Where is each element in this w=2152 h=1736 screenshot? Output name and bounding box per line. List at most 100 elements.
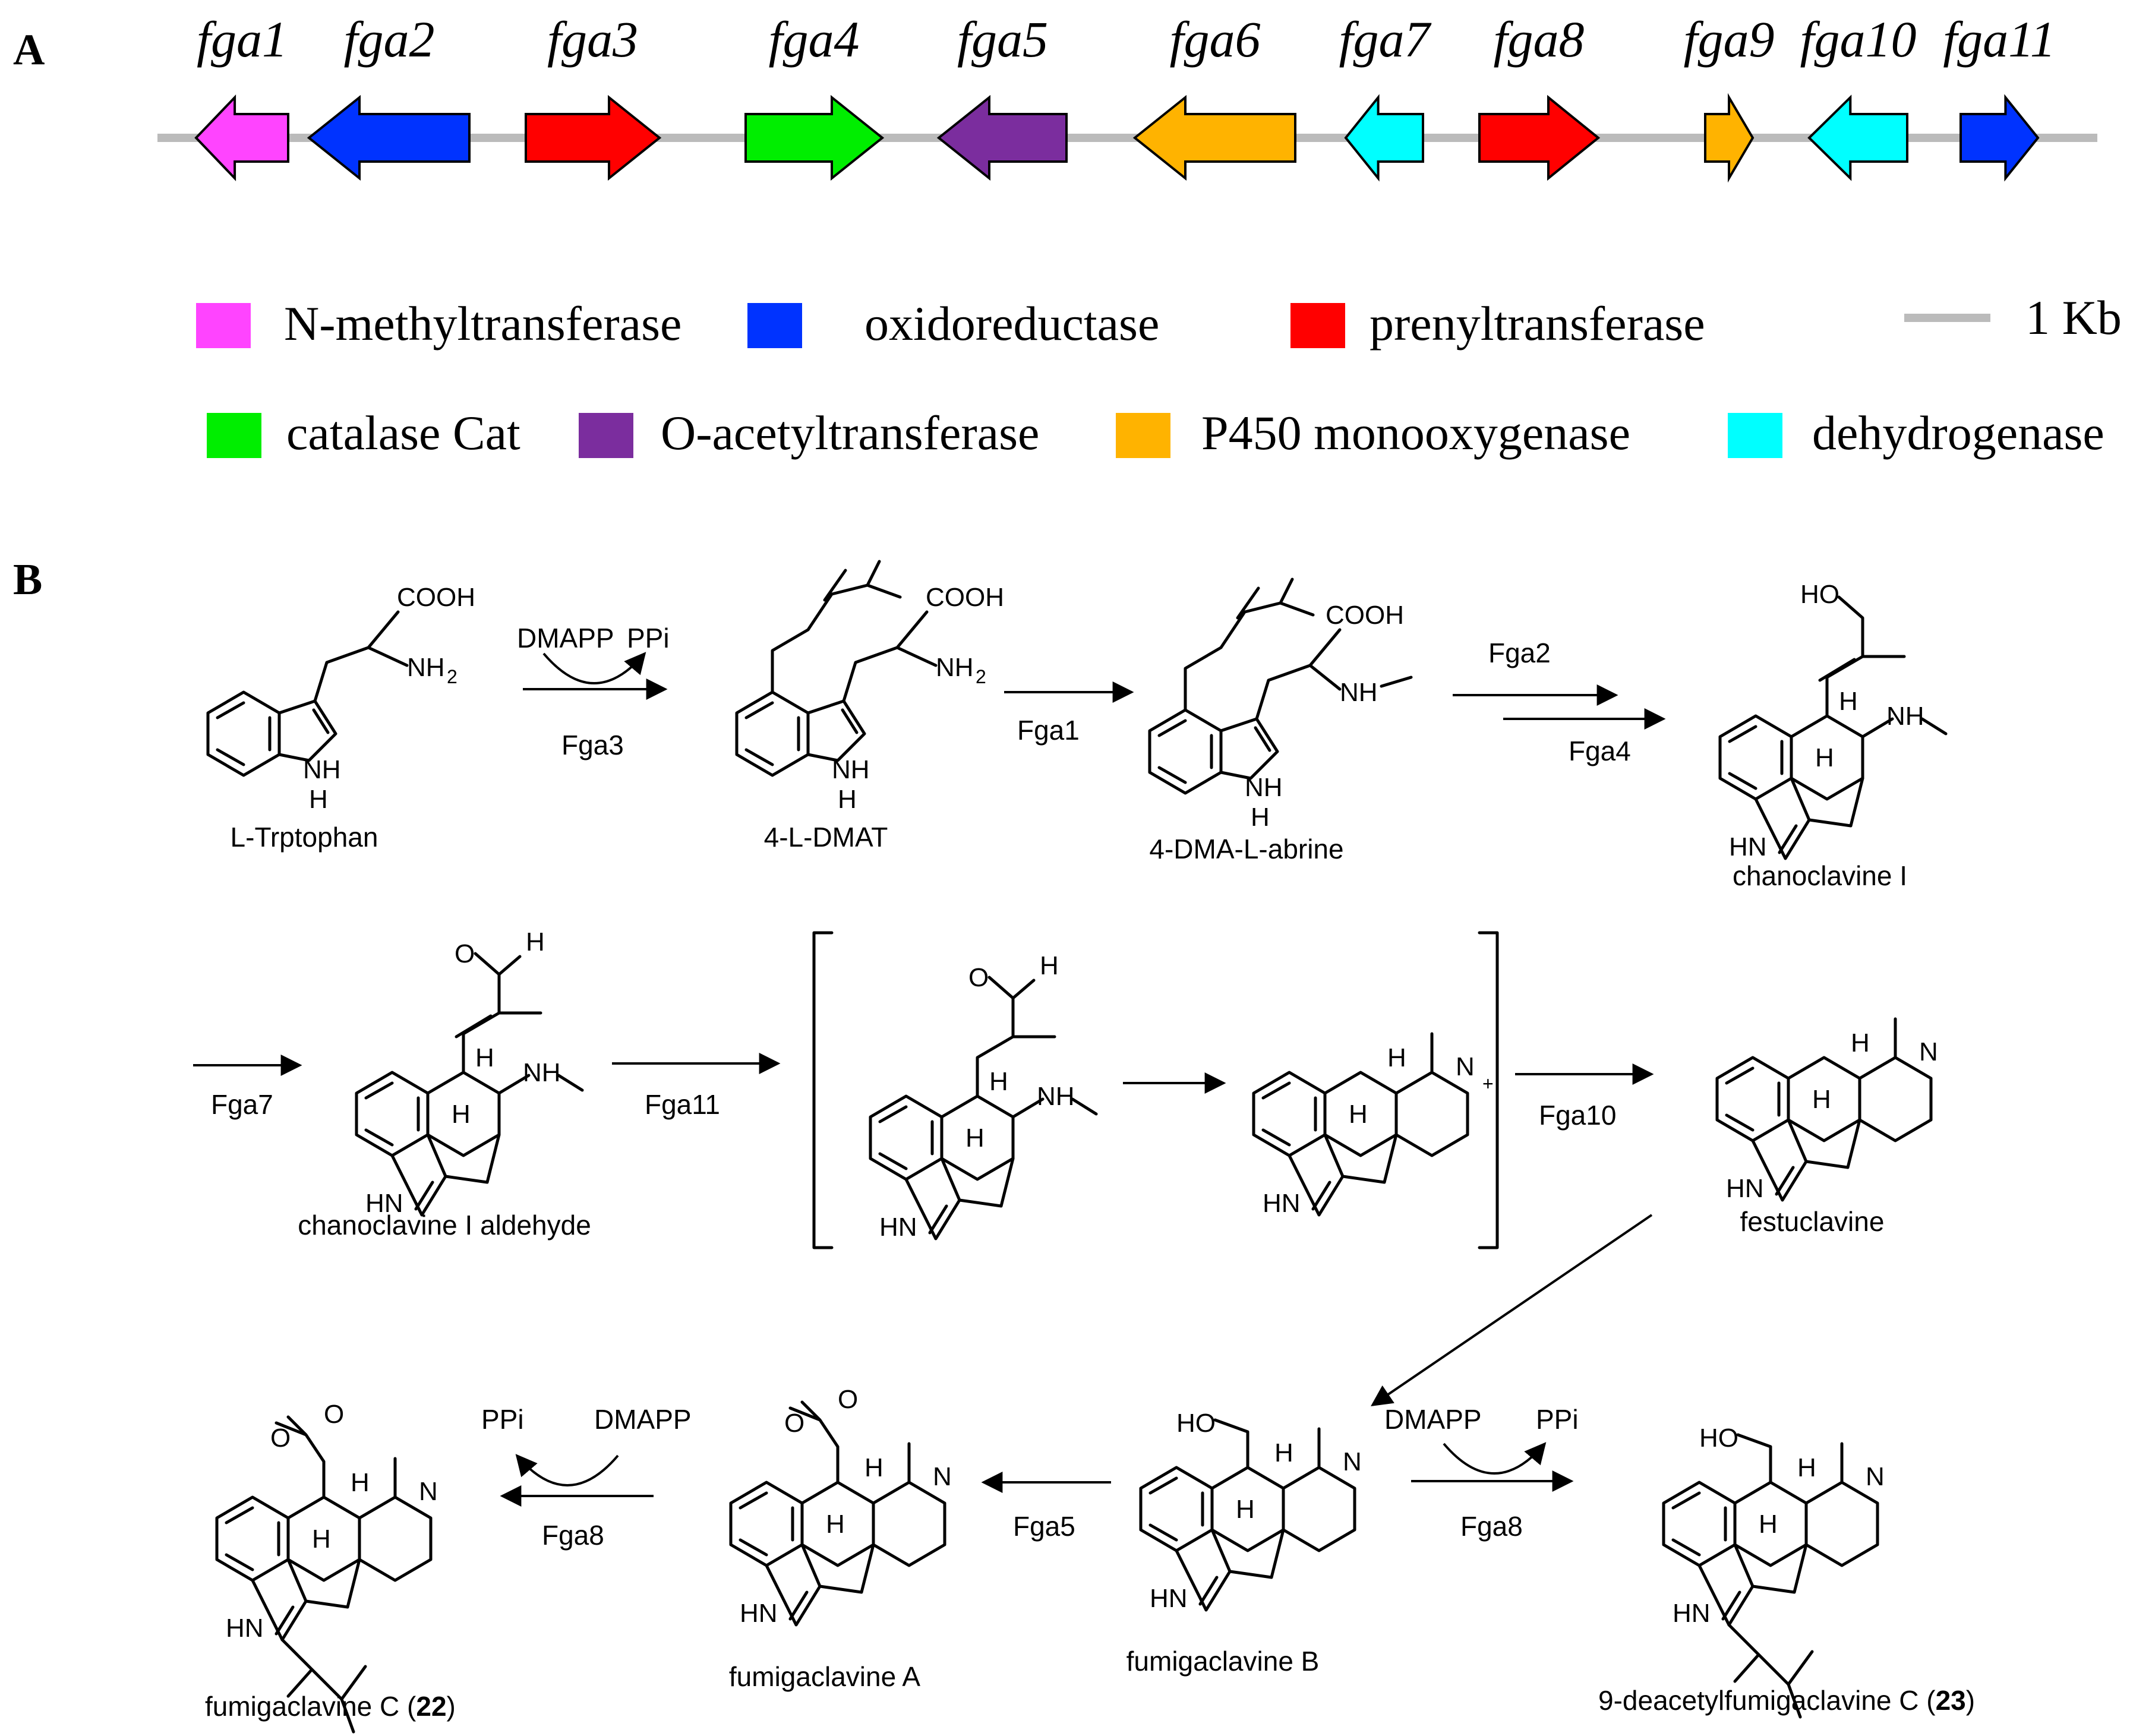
reagent-dmapp-2: DMAPP (1384, 1404, 1482, 1435)
svg-text:H: H (312, 1524, 331, 1554)
gene-arrow-fga11 (1959, 94, 2040, 182)
bracket-right (1478, 931, 1499, 1249)
structure-intermediate-aldehyde: O H NH H H HN (869, 951, 1098, 1242)
structure-4-l-dmat: COOH NH 2 NH H (737, 560, 1004, 814)
legend-label-oxidoreductase: oxidoreductase (864, 296, 1159, 351)
legend: N-methyltransferase oxidoreductase preny… (196, 291, 2122, 460)
structure-fumigaclavine-a: O O N H H HN (731, 1385, 952, 1628)
svg-text:HN: HN (1729, 832, 1767, 861)
svg-text:H: H (475, 1043, 494, 1072)
structure-chanoclavine-i: HO NH H H HN (1718, 580, 1948, 861)
svg-text:H: H (452, 1100, 471, 1129)
legend-swatch-n-methyltransferase (196, 303, 251, 348)
svg-text:H: H (864, 1453, 883, 1482)
svg-text:H: H (1812, 1085, 1831, 1114)
structure-l-tryptophan: COOH NH 2 NH H (208, 583, 475, 814)
svg-text:H: H (1251, 803, 1270, 832)
svg-text:2: 2 (976, 666, 986, 687)
enzyme-fga3: Fga3 (561, 730, 624, 760)
gene-label-fga7: fga7 (1339, 11, 1432, 68)
svg-text:HO: HO (1800, 580, 1839, 609)
svg-text:H: H (1815, 743, 1834, 772)
svg-text:HN: HN (1673, 1599, 1711, 1628)
svg-text:HN: HN (879, 1213, 917, 1242)
gene-arrow-fga1 (194, 94, 289, 181)
legend-label-o-acetyltransferase: O-acetyltransferase (661, 406, 1039, 460)
label-4-l-dmat: 4-L-DMAT (764, 822, 888, 853)
svg-text:2: 2 (447, 666, 457, 687)
legend-swatch-catalase (207, 413, 261, 458)
reaction-arrow-fga8-left (500, 1454, 654, 1507)
gene-label-fga6: fga6 (1170, 11, 1261, 68)
svg-text:N: N (1343, 1447, 1362, 1476)
gene-label-fga10: fga10 (1800, 11, 1917, 68)
gene-label-fga9: fga9 (1684, 11, 1775, 68)
svg-text:NH: NH (523, 1058, 561, 1087)
svg-text:O: O (968, 963, 989, 992)
reaction-arrow-fga3 (523, 652, 668, 700)
structure-fumigaclavine-b: HO N H H HN (1141, 1409, 1362, 1613)
structure-4-dma-l-abrine: COOH NH NH H (1150, 577, 1413, 832)
legend-swatch-prenyltransferase (1290, 303, 1345, 348)
svg-text:N: N (1919, 1037, 1938, 1066)
legend-label-n-methyltransferase: N-methyltransferase (284, 296, 681, 351)
legend-label-prenyltransferase: prenyltransferase (1370, 296, 1705, 351)
structure-iminium-intermediate: N + H H HN (1254, 1032, 1494, 1218)
enzyme-fga4: Fga4 (1569, 736, 1631, 766)
svg-text:COOH: COOH (926, 583, 1004, 612)
gene-arrow-fga8 (1478, 94, 1601, 181)
reaction-arrow-to-fumigaclavine-b (1371, 1214, 1653, 1407)
legend-swatch-o-acetyltransferase (579, 413, 633, 458)
enzyme-fga8-left: Fga8 (542, 1520, 604, 1551)
gene-label-fga2: fga2 (344, 11, 435, 68)
enzyme-fga11: Fga11 (645, 1089, 720, 1120)
svg-text:NH: NH (407, 653, 445, 682)
svg-text:H: H (1797, 1453, 1816, 1482)
label-fumigaclavine-c: fumigaclavine C (22) (205, 1691, 456, 1722)
svg-text:H: H (526, 927, 545, 957)
enzyme-fga8-right: Fga8 (1460, 1511, 1523, 1542)
svg-text:H: H (1851, 1028, 1870, 1058)
bracket-left (812, 931, 834, 1249)
svg-text:H: H (1759, 1510, 1778, 1539)
svg-text:NH: NH (936, 653, 974, 682)
svg-text:N: N (1866, 1462, 1885, 1491)
svg-text:COOH: COOH (397, 583, 475, 612)
svg-text:HO: HO (1699, 1423, 1738, 1453)
structure-9-deacetylfumigaclavine-c: HO N H H HN (1664, 1423, 1885, 1719)
legend-swatch-oxidoreductase (747, 303, 802, 348)
label-4-dma-l-abrine: 4-DMA-L-abrine (1149, 834, 1343, 864)
legend-label-catalase: catalase Cat (286, 406, 520, 460)
svg-text:O: O (324, 1400, 344, 1429)
gene-label-fga5: fga5 (957, 11, 1048, 68)
legend-swatch-dehydrogenase (1728, 413, 1782, 458)
gene-arrow-fga9 (1704, 93, 1755, 183)
svg-text:H: H (989, 1067, 1008, 1096)
label-chanoclavine-i-aldehyde: chanoclavine I aldehyde (298, 1210, 591, 1241)
svg-text:NH: NH (1037, 1082, 1075, 1111)
reaction-arrow-fga8-right (1411, 1442, 1574, 1492)
gene-label-fga4: fga4 (769, 11, 860, 68)
svg-text:O: O (838, 1385, 858, 1414)
gene-arrow-fga4 (744, 94, 885, 181)
scale-bar-label: 1 Kb (2025, 291, 2122, 345)
svg-text:NH: NH (1245, 773, 1283, 802)
svg-text:H: H (838, 785, 857, 814)
svg-text:H: H (826, 1510, 845, 1539)
structure-festuclavine: N H H HN (1717, 1017, 1938, 1203)
svg-text:HN: HN (740, 1599, 778, 1628)
legend-label-dehydrogenase: dehydrogenase (1812, 406, 2104, 460)
gene-label-fga11: fga11 (1943, 11, 2056, 68)
gene-arrow-fga3 (525, 94, 662, 181)
svg-text:NH: NH (1340, 678, 1378, 707)
label-9-deacetylfumigaclavine-c: 9-deacetylfumigaclavine C (23) (1598, 1685, 1975, 1716)
svg-text:+: + (1482, 1073, 1494, 1094)
structure-chanoclavine-i-aldehyde: O H NH H H HN (355, 927, 584, 1218)
svg-text:N: N (1456, 1052, 1475, 1081)
enzyme-fga10: Fga10 (1539, 1100, 1616, 1131)
legend-swatch-p450 (1116, 413, 1170, 458)
gene-arrow-fga6 (1132, 94, 1296, 181)
svg-text:H: H (309, 785, 328, 814)
svg-text:H: H (1274, 1438, 1293, 1467)
